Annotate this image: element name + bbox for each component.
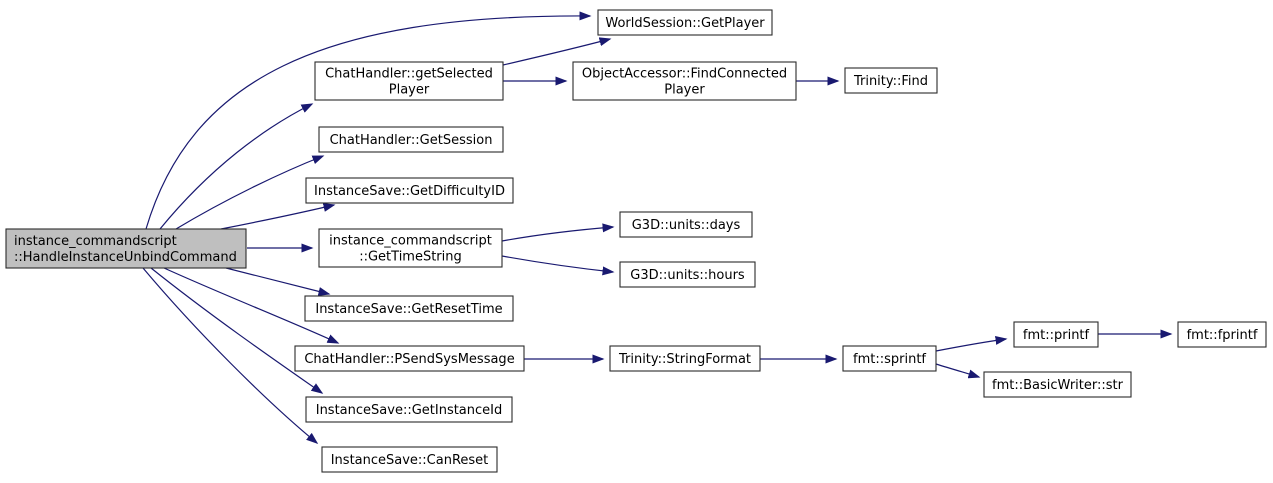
node-label-main-line2: ::HandleInstanceUnbindCommand [14, 250, 237, 265]
node-label-getresettime-line1: InstanceSave::GetResetTime [315, 302, 502, 317]
nodes-layer: instance_commandscript::HandleInstanceUn… [5, 9, 1267, 473]
edge-main-to-getinstanceid [150, 267, 324, 394]
edge-main-to-getresettime [225, 267, 331, 296]
edge-main-to-getselectedplayer [159, 103, 314, 230]
node-label-basicwriterstr-line1: fmt::BasicWriter::str [992, 378, 1124, 393]
edge-sprintf-to-printf [935, 335, 1008, 352]
node-label-findconnectedplayer-line1: ObjectAccessor::FindConnected [582, 67, 787, 82]
node-trinityfind[interactable]: Trinity::Find [844, 67, 938, 94]
node-label-getsession-line1: ChatHandler::GetSession [330, 133, 493, 148]
edge-main-to-getsession [175, 155, 325, 230]
edge-getselectedplayer-to-getplayer [502, 37, 612, 66]
node-basicwriterstr[interactable]: fmt::BasicWriter::str [983, 371, 1132, 398]
node-sprintf[interactable]: fmt::sprintf [842, 345, 937, 372]
node-box-getresettime[interactable] [304, 295, 514, 322]
node-box-getinstanceid[interactable] [305, 396, 513, 423]
node-label-gettimestring-line1: instance_commandscript [329, 234, 492, 249]
node-label-gettimestring-line2: ::GetTimeString [359, 250, 462, 265]
node-label-stringformat-line1: Trinity::StringFormat [618, 352, 751, 367]
node-hours[interactable]: G3D::units::hours [619, 261, 756, 288]
node-box-psendsysmessage[interactable] [294, 345, 525, 372]
node-label-psendsysmessage-line1: ChatHandler::PSendSysMessage [304, 352, 514, 367]
node-box-getsession[interactable] [318, 126, 504, 153]
node-gettimestring[interactable]: instance_commandscript::GetTimeString [318, 228, 503, 268]
edges-layer [142, 11, 1173, 444]
node-label-hours-line1: G3D::units::hours [630, 268, 745, 283]
node-label-getselectedplayer-line2: Player [389, 83, 430, 98]
node-psendsysmessage[interactable]: ChatHandler::PSendSysMessage [294, 345, 525, 372]
node-label-findconnectedplayer-line2: Player [664, 83, 705, 98]
edge-gettimestring-to-hours [501, 255, 615, 276]
node-label-getplayer-line1: WorldSession::GetPlayer [605, 16, 765, 31]
node-label-fprintf-line1: fmt::fprintf [1187, 328, 1258, 343]
node-box-stringformat[interactable] [609, 345, 761, 372]
edge-main-to-psendsysmessage [163, 267, 340, 344]
node-box-basicwriterstr[interactable] [983, 371, 1132, 398]
node-printf[interactable]: fmt::printf [1013, 321, 1099, 348]
node-box-canreset[interactable] [321, 446, 498, 473]
node-box-printf[interactable] [1013, 321, 1099, 348]
node-box-getdifficultyid[interactable] [305, 177, 514, 204]
node-label-canreset-line1: InstanceSave::CanReset [331, 453, 489, 468]
node-box-hours[interactable] [619, 261, 756, 288]
edge-main-to-canreset [142, 267, 319, 444]
node-stringformat[interactable]: Trinity::StringFormat [609, 345, 761, 372]
node-getplayer[interactable]: WorldSession::GetPlayer [597, 9, 773, 36]
node-box-sprintf[interactable] [842, 345, 937, 372]
node-label-sprintf-line1: fmt::sprintf [853, 352, 926, 367]
node-label-days-line1: G3D::units::days [632, 218, 741, 233]
node-label-main-line1: instance_commandscript [14, 234, 177, 249]
node-box-gettimestring[interactable] [318, 228, 503, 268]
node-label-getinstanceid-line1: InstanceSave::GetInstanceId [316, 403, 503, 418]
edge-main-to-getplayer [145, 11, 592, 230]
node-label-getselectedplayer-line1: ChatHandler::getSelected [325, 67, 493, 82]
node-main: instance_commandscript::HandleInstanceUn… [5, 228, 247, 269]
node-getresettime[interactable]: InstanceSave::GetResetTime [304, 295, 514, 322]
node-box-getselectedplayer[interactable] [314, 61, 504, 101]
node-box-getplayer[interactable] [597, 9, 773, 36]
node-label-getdifficultyid-line1: InstanceSave::GetDifficultyID [314, 184, 505, 199]
node-box-findconnectedplayer[interactable] [572, 61, 797, 101]
node-label-printf-line1: fmt::printf [1023, 328, 1090, 343]
node-box-main [5, 228, 247, 269]
node-getinstanceid[interactable]: InstanceSave::GetInstanceId [305, 396, 513, 423]
node-box-trinityfind[interactable] [844, 67, 938, 94]
edge-gettimestring-to-days [501, 223, 615, 242]
edge-main-to-getdifficultyid [220, 203, 336, 230]
edge-sprintf-to-basicwriterstr [935, 363, 981, 379]
node-fprintf[interactable]: fmt::fprintf [1177, 321, 1267, 348]
node-getsession[interactable]: ChatHandler::GetSession [318, 126, 504, 153]
node-canreset[interactable]: InstanceSave::CanReset [321, 446, 498, 473]
node-box-days[interactable] [619, 211, 753, 238]
node-days[interactable]: G3D::units::days [619, 211, 753, 238]
node-box-fprintf[interactable] [1177, 321, 1267, 348]
node-getdifficultyid[interactable]: InstanceSave::GetDifficultyID [305, 177, 514, 204]
node-label-trinityfind-line1: Trinity::Find [853, 74, 928, 89]
